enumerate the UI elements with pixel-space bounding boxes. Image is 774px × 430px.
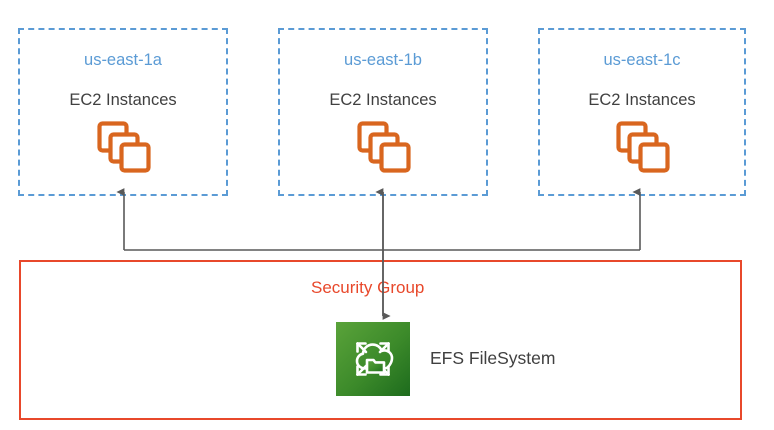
az-label-us-east-1c: us-east-1c bbox=[603, 51, 681, 69]
az-resource-label-us-east-1c: EC2 Instances bbox=[588, 91, 696, 109]
availability-zone-us-east-1b[interactable]: us-east-1b EC2 Instances bbox=[278, 28, 488, 196]
efs-filesystem-label: EFS FileSystem bbox=[430, 348, 556, 368]
availability-zone-us-east-1a[interactable]: us-east-1a EC2 Instances bbox=[18, 28, 228, 196]
availability-zone-us-east-1c[interactable]: us-east-1c EC2 Instances bbox=[538, 28, 746, 196]
az-label-us-east-1b: us-east-1b bbox=[344, 51, 422, 69]
az-resource-label-us-east-1b: EC2 Instances bbox=[329, 91, 437, 109]
security-group-label: Security Group bbox=[311, 278, 425, 297]
ec2-instances-icon bbox=[357, 121, 413, 173]
security-group-box[interactable] bbox=[19, 260, 742, 420]
az-resource-label-us-east-1a: EC2 Instances bbox=[69, 91, 177, 109]
efs-filesystem-icon[interactable] bbox=[336, 322, 410, 396]
ec2-instances-icon bbox=[97, 121, 153, 173]
az-label-us-east-1a: us-east-1a bbox=[84, 51, 162, 69]
ec2-instances-icon bbox=[616, 121, 672, 173]
